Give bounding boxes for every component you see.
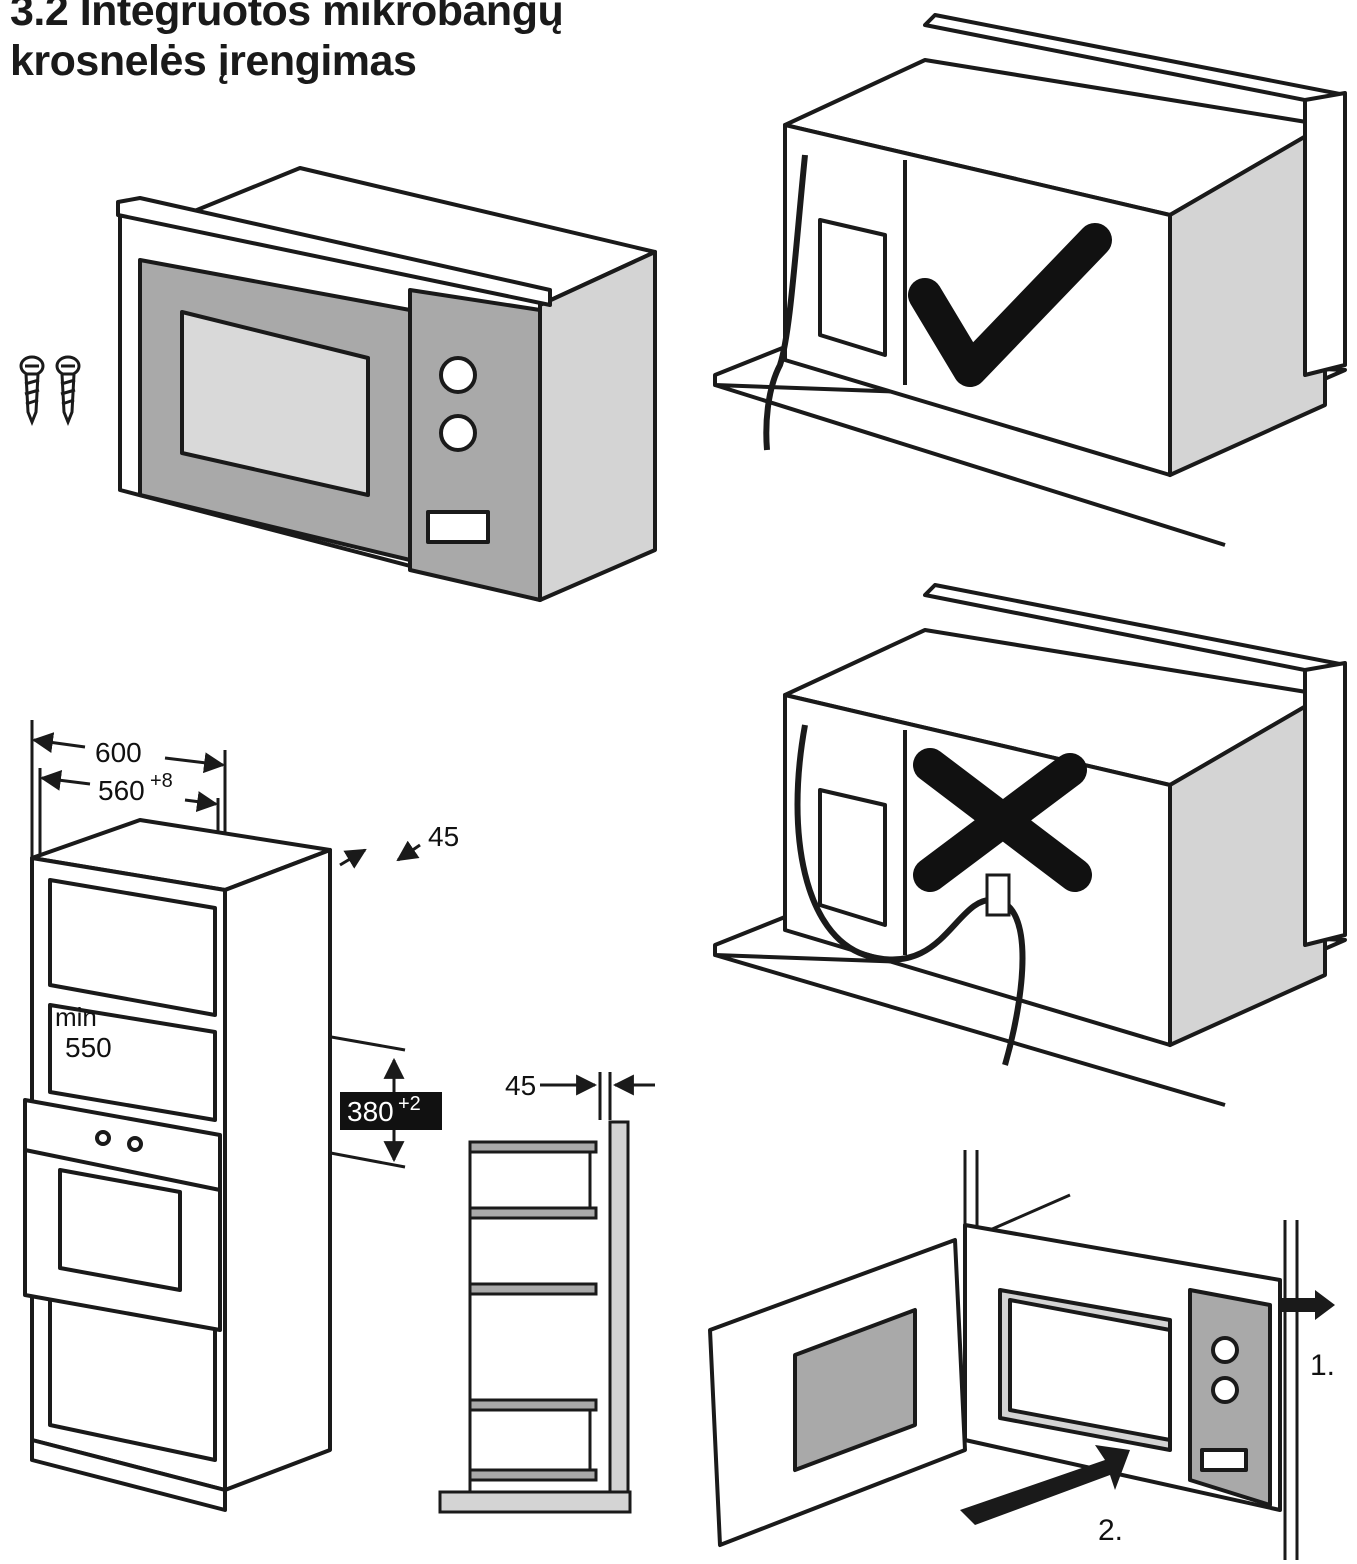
push-arrow-icon xyxy=(960,1445,1130,1525)
title-line-2: krosnelės įrengimas xyxy=(10,37,417,85)
rear-label xyxy=(818,218,887,357)
side-panel xyxy=(608,1120,630,1494)
power-cable xyxy=(763,154,808,451)
side-gap-section-illustration: 45 xyxy=(438,1070,655,1514)
screw-icon xyxy=(19,355,45,427)
dim-width-outer: 600 xyxy=(95,737,142,768)
power-cable xyxy=(794,724,1026,1066)
arrow-right-icon xyxy=(1280,1290,1335,1320)
dim-height: 380 xyxy=(347,1096,394,1127)
dim-side-gap: 45 xyxy=(505,1070,536,1101)
mounting-screws-illustration xyxy=(19,355,81,427)
installation-steps-illustration: 1. 2. xyxy=(708,1150,1335,1560)
knob-icon xyxy=(439,356,477,394)
screw-icon xyxy=(55,355,81,427)
oven-handle xyxy=(24,1148,221,1192)
title-line-1: 3.2 Integruotos mikrobangų xyxy=(10,0,564,35)
knob-icon xyxy=(95,1130,111,1146)
dim-top-gap: 45 xyxy=(428,821,459,852)
cross-icon xyxy=(913,748,1092,892)
microwave-window xyxy=(180,310,370,497)
knob-icon xyxy=(1211,1336,1239,1364)
step-2-label: 2. xyxy=(1098,1514,1123,1547)
dim-depth-min: 550 xyxy=(65,1032,112,1063)
page-title: 3.2 Integruotos mikrobangų krosnelės įre… xyxy=(10,0,564,86)
socket-icon xyxy=(985,873,1011,917)
rear-label xyxy=(818,788,887,927)
correct-cable-routing-illustration xyxy=(713,13,1347,547)
control-panel xyxy=(408,288,542,602)
knob-icon xyxy=(1211,1376,1239,1404)
height-badge xyxy=(340,1092,442,1130)
dim-width-inner: 560 xyxy=(98,775,145,806)
display-panel xyxy=(426,510,490,544)
cabinet-dimensions-illustration: 600 560 +8 45 min 550 380 +2 xyxy=(23,720,459,1512)
knob-icon xyxy=(127,1136,143,1152)
built-in-microwave-illustration xyxy=(116,166,657,602)
microwave-side xyxy=(538,250,657,602)
display-panel xyxy=(1200,1448,1248,1472)
knob-icon xyxy=(439,414,477,452)
step-1-label: 1. xyxy=(1310,1349,1335,1382)
oven-window xyxy=(58,1168,182,1292)
incorrect-cable-routing-illustration xyxy=(713,583,1347,1107)
trim-frame xyxy=(116,196,552,307)
dim-depth-min-label: min xyxy=(55,1002,97,1032)
check-icon xyxy=(908,223,1112,387)
microwave-back xyxy=(783,123,1172,477)
dim-height-tolerance: +2 xyxy=(398,1093,421,1115)
dim-width-inner-tolerance: +8 xyxy=(150,770,173,792)
door-window xyxy=(793,1308,917,1472)
